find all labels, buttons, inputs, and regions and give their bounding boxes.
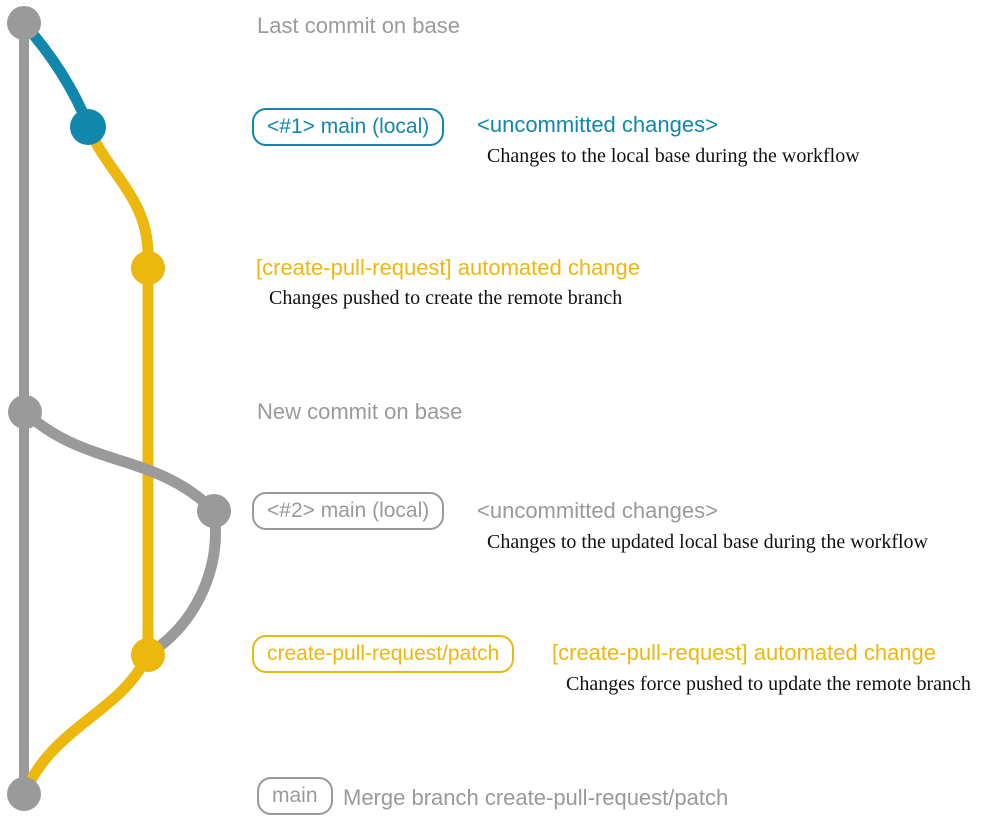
annotation-force-pushed-update: Changes force pushed to update the remot… — [566, 673, 971, 695]
commit-message-automated-change-1: [create-pull-request] automated change — [256, 255, 641, 280]
annotation-updated-local-base-changes: Changes to the updated local base during… — [487, 531, 928, 553]
annotation-local-base-changes: Changes to the local base during the wor… — [487, 145, 860, 167]
commit-node-patch-1 — [131, 251, 165, 285]
commit-message-merge-branch: Merge branch create-pull-request/patch — [343, 785, 729, 810]
commit-node-local-main-1 — [70, 109, 106, 145]
heading-new-commit-on-base: New commit on base — [257, 399, 463, 424]
heading-last-commit-on-base: Last commit on base — [257, 13, 460, 38]
commit-node-merge — [7, 777, 41, 811]
commit-node-base-1 — [7, 6, 41, 40]
commit-node-base-2 — [8, 395, 42, 429]
local-main-to-patch-line — [146, 506, 221, 658]
status-uncommitted-changes-2: <uncommitted changes> — [477, 498, 718, 523]
patch-branch-line — [82, 122, 154, 661]
branch-badge-local-main-1: <#1> main (local) — [252, 108, 445, 147]
annotation-pushed-to-create-branch: Changes pushed to create the remote bran… — [269, 287, 623, 309]
local-main-branch-line-2 — [19, 406, 220, 517]
commit-node-local-main-2 — [197, 494, 231, 528]
local-main-branch-line-1 — [19, 19, 94, 131]
branch-badge-local-main-2: <#2> main (local) — [252, 492, 445, 531]
commit-node-patch-2 — [131, 638, 165, 672]
patch-merge-line — [20, 652, 152, 796]
branch-badge-main: main — [257, 777, 333, 816]
status-uncommitted-changes-1: <uncommitted changes> — [477, 112, 718, 137]
commit-message-automated-change-2: [create-pull-request] automated change — [552, 640, 937, 665]
branch-badge-create-pull-request-patch: create-pull-request/patch — [252, 635, 515, 674]
